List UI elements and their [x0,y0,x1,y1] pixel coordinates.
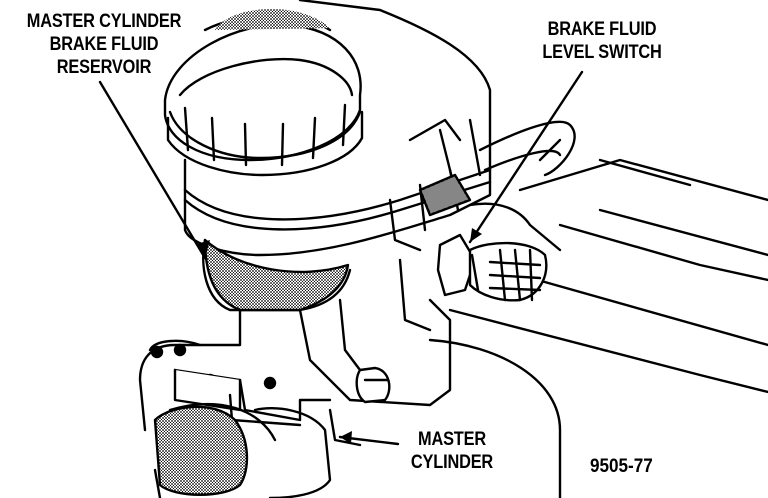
figure-id: 9505-77 [590,456,653,477]
fluid-level-switch [436,233,548,302]
brake-line [468,120,576,252]
reservoir-cap [163,9,364,177]
reservoir-label-line-1: MASTER CYLINDER [26,11,182,32]
arrowheads [197,228,482,444]
reservoir-label-line-3: RESERVOIR [56,57,152,78]
reservoir-body [183,0,492,312]
reservoir-label: MASTER CYLINDER BRAKE FLUID RESERVOIR [18,10,190,79]
master-cylinder-label-line-2: CYLINDER [410,452,494,473]
level-switch-label: BRAKE FLUID LEVEL SWITCH [525,18,680,64]
switch-arrowhead [470,228,482,242]
reservoir-label-line-2: BRAKE FLUID [49,34,159,55]
master-cylinder-label: MASTER CYLINDER [406,428,499,474]
brake-booster [428,138,768,498]
level-switch-label-line-2: LEVEL SWITCH [542,42,662,63]
reservoir-arrowhead [197,240,210,258]
master-cylinder-label-line-1: MASTER [418,429,486,450]
front-port [153,402,332,498]
cylinder-arrowhead [340,431,352,444]
level-switch-label-line-1: BRAKE FLUID [547,19,657,40]
